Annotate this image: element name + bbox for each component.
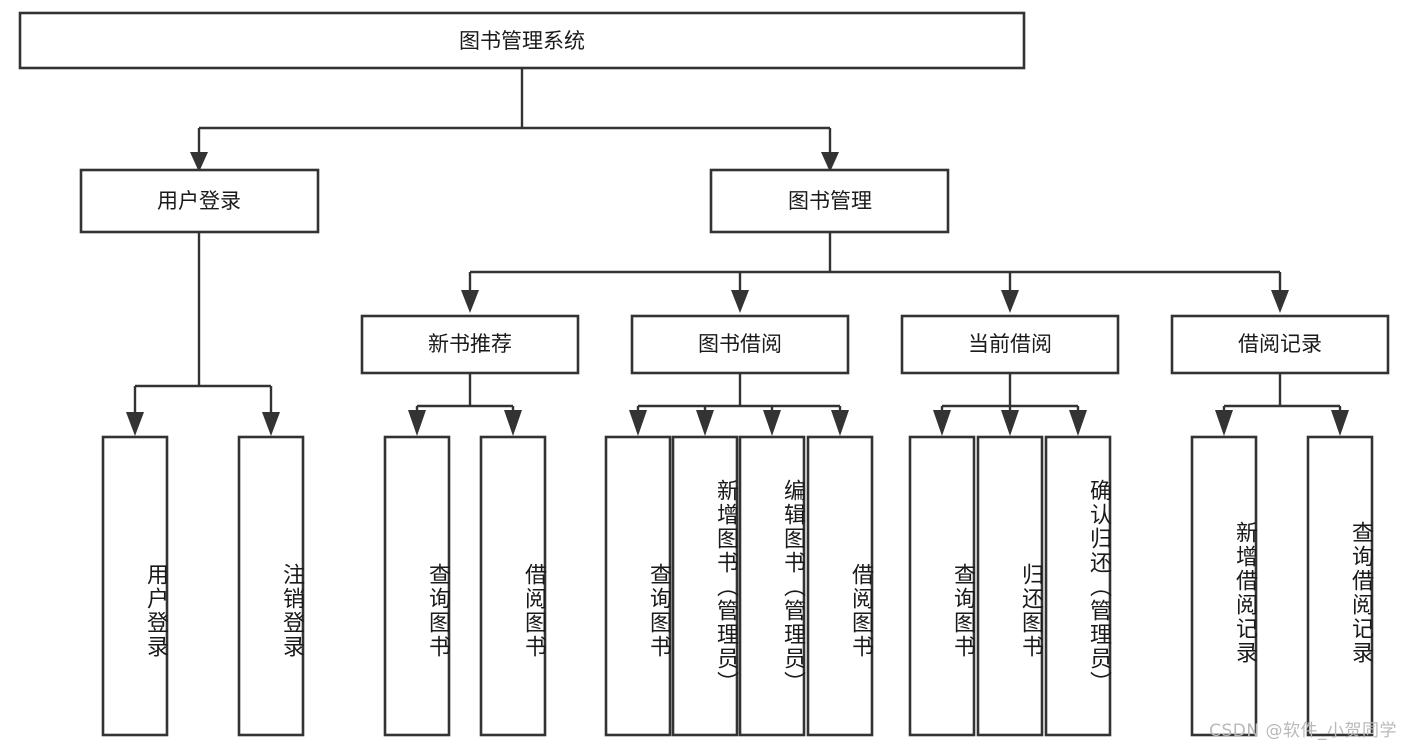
node-user-login-label: 用户登录 <box>157 189 241 213</box>
leaf-box-user-login-0[interactable] <box>101 435 169 737</box>
node-root-label: 图书管理系统 <box>459 29 585 53</box>
leaf-box-borrow-record-0[interactable] <box>1190 435 1258 737</box>
node-book-borrow-box[interactable] <box>630 314 850 375</box>
arrow-to-leaf-user-login-1 <box>262 412 280 436</box>
leaf-box-new-book-1[interactable] <box>479 435 547 737</box>
arrow-to-new-book <box>461 290 479 313</box>
node-book-manage[interactable]: 图书管理 <box>709 168 950 234</box>
arrow-to-leaf-new-book-0 <box>408 410 426 436</box>
arrow-to-leaf-book-borrow-2 <box>763 410 781 436</box>
leaf-box-current-borrow-0[interactable] <box>908 435 976 737</box>
arrow-to-leaf-current-borrow-1 <box>1001 410 1019 436</box>
connector-new-book-to-leaves <box>408 373 522 436</box>
node-new-book-label: 新书推荐 <box>428 332 512 356</box>
node-user-login[interactable]: 用户登录 <box>79 168 320 234</box>
arrow-to-leaf-current-borrow-0 <box>933 410 951 436</box>
node-borrow-record-box[interactable] <box>1170 314 1390 375</box>
arrow-to-current-borrow <box>1001 290 1019 313</box>
leaf-box-book-borrow-0[interactable] <box>604 435 672 737</box>
arrow-to-leaf-new-book-1 <box>504 410 522 436</box>
leaf-box-book-borrow-2[interactable] <box>738 435 806 737</box>
node-borrow-record-label: 借阅记录 <box>1238 332 1322 356</box>
connector-book-borrow-to-leaves <box>629 373 849 436</box>
node-current-borrow-label: 当前借阅 <box>968 332 1052 356</box>
node-book-manage-label: 图书管理 <box>788 189 872 213</box>
node-current-borrow-box[interactable] <box>900 314 1120 375</box>
connector-current-borrow-to-leaves <box>933 373 1087 436</box>
arrow-to-leaf-book-borrow-0 <box>629 410 647 436</box>
arrow-to-leaf-borrow-record-0 <box>1215 410 1233 436</box>
node-borrow-record[interactable]: 借阅记录 <box>1170 314 1390 375</box>
node-book-borrow-label: 图书借阅 <box>698 332 782 356</box>
csdn-watermark: CSDN @软件_小贺同学 <box>1209 721 1397 741</box>
arrow-to-book-borrow <box>731 290 749 313</box>
leaf-box-new-book-0[interactable] <box>383 435 451 737</box>
node-root[interactable]: 图书管理系统 <box>18 11 1026 70</box>
leaf-box-user-login-1[interactable] <box>237 435 305 737</box>
connector-root-to-level2 <box>190 68 839 172</box>
node-user-login-box[interactable] <box>79 168 320 234</box>
leaf-box-book-borrow-1[interactable] <box>671 435 739 737</box>
node-new-book[interactable]: 新书推荐 <box>360 314 580 375</box>
arrow-to-leaf-book-borrow-1 <box>696 410 714 436</box>
arrow-to-leaf-borrow-record-1 <box>1331 410 1349 436</box>
node-book-manage-box[interactable] <box>709 168 950 234</box>
arrow-to-book-manage <box>821 152 839 172</box>
arrow-to-leaf-user-login-0 <box>126 412 144 436</box>
arrow-to-leaf-book-borrow-3 <box>831 410 849 436</box>
node-new-book-box[interactable] <box>360 314 580 375</box>
node-current-borrow[interactable]: 当前借阅 <box>900 314 1120 375</box>
node-book-borrow[interactable]: 图书借阅 <box>630 314 850 375</box>
connector-borrow-record-to-leaves <box>1215 373 1349 436</box>
arrow-to-borrow-record <box>1271 290 1289 313</box>
connector-book-manage-to-level3 <box>461 232 1289 313</box>
leaf-box-current-borrow-1[interactable] <box>976 435 1044 737</box>
connector-user-login-to-leaves <box>126 232 280 436</box>
leaf-box-current-borrow-2[interactable] <box>1044 435 1112 737</box>
leaf-box-borrow-record-1[interactable] <box>1306 435 1374 737</box>
arrow-to-leaf-current-borrow-2 <box>1069 410 1087 436</box>
leaf-box-book-borrow-3[interactable] <box>806 435 874 737</box>
arrow-to-user-login <box>190 152 208 172</box>
node-root-box[interactable] <box>18 11 1026 70</box>
